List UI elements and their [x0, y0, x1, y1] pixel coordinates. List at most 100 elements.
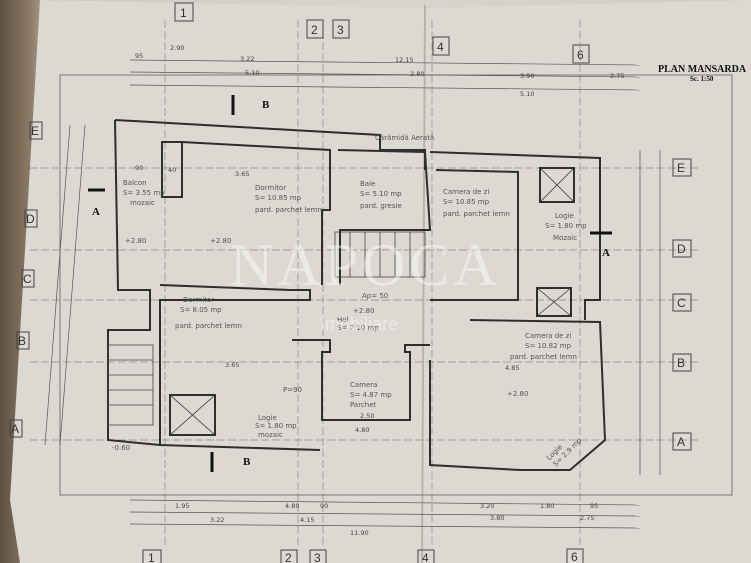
plan-label: +2.80 [125, 237, 146, 245]
watermark-logo: NAPOCA [230, 232, 501, 298]
binding-fold [421, 4, 426, 563]
plan-label: pard. parchet lemn [443, 210, 510, 218]
axis-label: D [26, 212, 35, 226]
plan-label: Logie [258, 414, 277, 422]
plan-label: P=90 [283, 386, 302, 394]
plan-label: 3.80 [490, 514, 504, 522]
plan-label: Dormitor [255, 184, 286, 192]
plan-label: S= 10.85 mp [443, 198, 490, 206]
room-camera-zi-1: Camera de zi S= 10.85 mp pard. parchet lem… [443, 188, 510, 218]
plan-label: pard. gresie [360, 202, 402, 210]
plan-label: 3.65 [225, 361, 239, 369]
plan-label: pard. parchet lemn [255, 206, 322, 214]
room-baie: Baie S= 5.10 mp pard. gresie [360, 180, 402, 210]
plan-label: mozaic [258, 431, 283, 439]
plan-label: 2.75 [610, 72, 624, 80]
axis-label: C [677, 296, 686, 310]
plan-label: 4.80 [285, 502, 299, 510]
notes: Cărămidă Aerată P=90 Ap= 50 -0.60 3.653.… [112, 134, 519, 452]
plan-label: S= 1.80 mp [545, 222, 587, 230]
paper-sheet [10, 0, 751, 563]
plan-label: 95 [135, 52, 143, 60]
plan-label: 1.95 [175, 502, 189, 510]
plan-label: 3.65 [235, 170, 249, 178]
axis-label: B [677, 356, 685, 370]
room-dormitor-1: Dormitor S= 10.85 mp pard. parchet lemn +2.… [210, 184, 322, 245]
plan-label: +2.80 [353, 307, 374, 315]
plan-label: A [92, 206, 100, 218]
plan-label: Ap= 50 [362, 292, 388, 300]
axis-label: A [677, 435, 685, 449]
plan-label: S= 7.10 mp [337, 324, 379, 332]
plan-label: S= 10.85 mp [255, 194, 302, 202]
axis-label: 2 [311, 23, 318, 37]
plan-label: 3.22 [210, 516, 224, 524]
walls [107, 119, 607, 471]
plan-label: Hol [337, 316, 349, 324]
plan-label: +2.80 [210, 237, 231, 245]
plan-scale: Sc. 1:50 [690, 75, 714, 83]
plan-label: A [602, 247, 610, 259]
section-markers: A A B B [88, 95, 612, 472]
plan-label: 5.10 [520, 90, 534, 98]
plan-label: Mozaic [553, 234, 577, 242]
axis-label: 4 [437, 40, 444, 54]
plan-label: S= 8.05 mp [180, 306, 222, 314]
axis-label: 2 [285, 551, 292, 563]
plan-label: S= 3.55 mp [123, 189, 165, 197]
plan-title: PLAN MANSARDA [658, 64, 747, 75]
axis-label: C [23, 272, 32, 286]
plan-label: 90 [135, 164, 143, 172]
plan-label: Cărămidă Aerată [375, 134, 434, 142]
plan-label: 2.80 [410, 70, 424, 78]
plan-label: 4.85 [505, 364, 519, 372]
plan-label: mozaic [130, 199, 155, 207]
plan-label: Camera [350, 381, 377, 389]
plan-label: pard. parchet lemn [175, 322, 242, 330]
plan-label: S= 4.87 mp [350, 391, 392, 399]
plan-label: S= 5.10 mp [360, 190, 402, 198]
plan-label: 5.10 [245, 69, 259, 77]
axis-labels-right: E D C B A [672, 158, 692, 451]
plan-label: 2.75 [580, 514, 594, 522]
axis-label: 1 [180, 6, 187, 20]
axis-label: 3 [337, 23, 344, 37]
axis-label: B [18, 334, 26, 348]
plan-label: 4.15 [300, 516, 314, 524]
axis-label: E [31, 124, 39, 138]
plan-label: S= 1.80 mp [255, 422, 297, 430]
plan-label: S= 10.82 mp [525, 342, 572, 350]
dimension-lines [44, 59, 661, 529]
watermark-logo-sub: Imobiliare [320, 314, 398, 334]
plan-label: 3.20 [480, 502, 494, 510]
axis-label: E [677, 161, 685, 175]
axis-label: 1 [148, 551, 155, 563]
plan-label: Camera de zi [443, 188, 489, 196]
axis-label: A [11, 422, 19, 436]
staircase [107, 231, 426, 426]
axis-label: 3 [314, 551, 321, 563]
hatch-crosses [169, 167, 575, 436]
plan-label: pard. parchet lemn [510, 353, 577, 361]
plan-label: 4.80 [355, 426, 369, 434]
plan-label: 1.80 [540, 502, 554, 510]
plan-label: 3.22 [240, 55, 254, 63]
axis-labels-top: 1 2 3 4 6 [174, 2, 590, 64]
plan-label: 2.50 [360, 412, 374, 420]
plan-label: 40 [168, 166, 176, 174]
plan-label: Baie [360, 180, 375, 188]
plan-label: 95 [590, 502, 598, 510]
axis-label: 6 [571, 550, 578, 563]
plan-label: +2.80 [507, 390, 528, 398]
plan-label: Balcon [123, 179, 147, 187]
room-labels: Balcon S= 3.55 mp mozaic +2.80 Dormitor S= 1… [123, 179, 587, 468]
room-balcon: Balcon S= 3.55 mp mozaic +2.80 [123, 179, 165, 245]
axis-labels-left: E D C B A [9, 121, 43, 438]
